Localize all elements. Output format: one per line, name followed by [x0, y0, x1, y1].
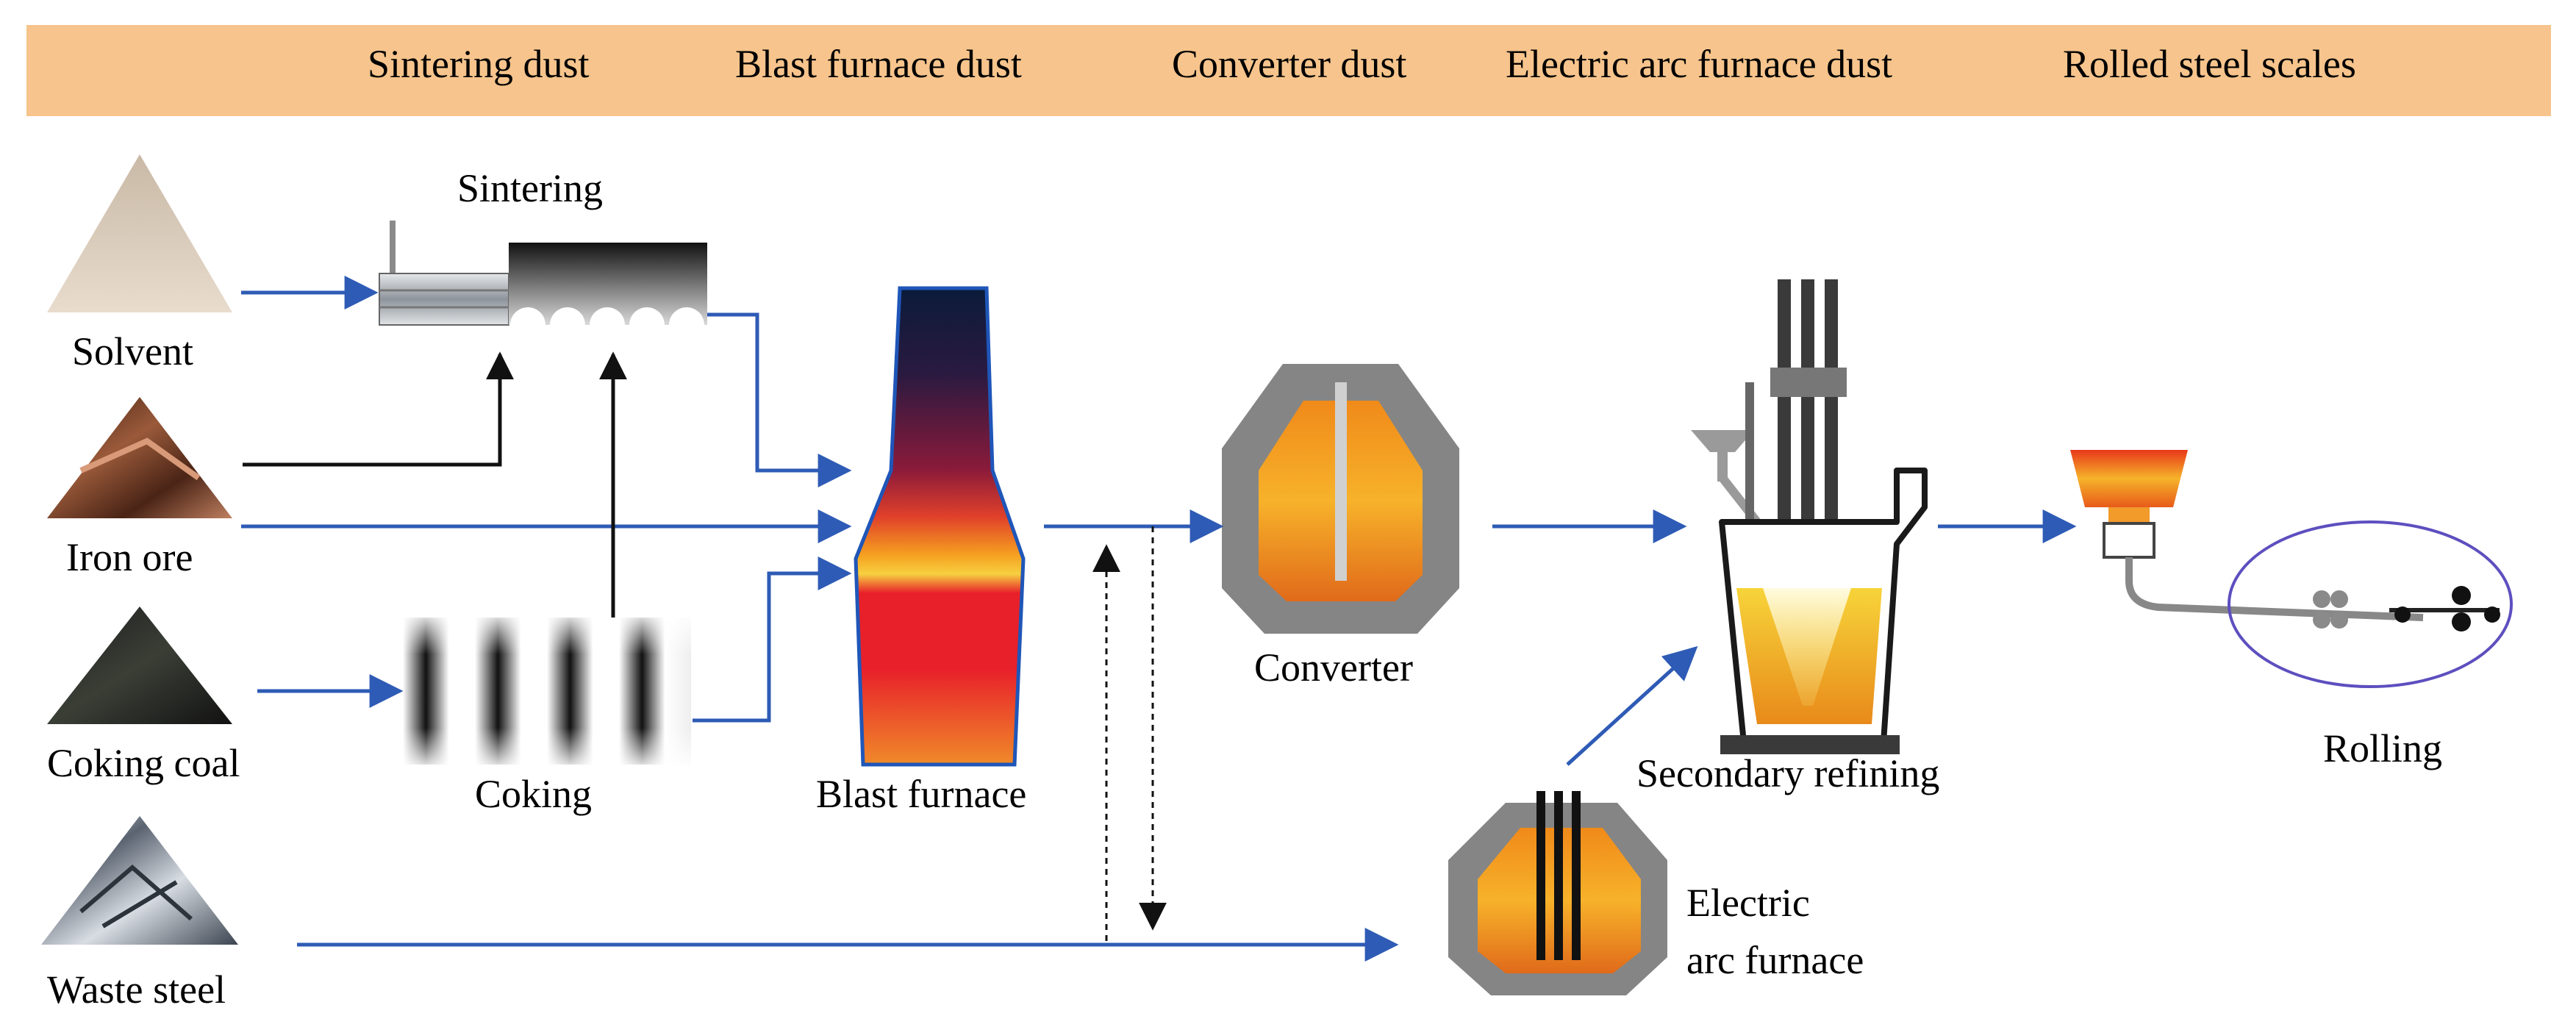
- waste-steel-pile: [41, 816, 238, 945]
- blast-furnace: [854, 286, 1026, 767]
- arrow-sintering-to-bf: [707, 312, 852, 487]
- tundish: [2070, 450, 2424, 621]
- arrow-eaf-to-refining: [1566, 645, 1698, 766]
- rolling-mill: [2228, 520, 2513, 688]
- header-blast-furnace-dust: Blast furnace dust: [735, 42, 1022, 86]
- label-secondary-refining: Secondary refining: [1636, 751, 1940, 795]
- electric-arc-furnace: [1448, 791, 1667, 995]
- label-waste-steel: Waste steel: [47, 967, 226, 1012]
- iron-ore-pile: [47, 397, 232, 518]
- flow-arrows: [241, 276, 2077, 962]
- label-iron-ore: Iron ore: [66, 535, 193, 579]
- label-converter: Converter: [1254, 645, 1413, 690]
- header-eaf-dust: Electric arc furnace dust: [1506, 42, 1893, 86]
- label-eaf-line1: Electric: [1686, 881, 1810, 925]
- label-coking: Coking: [475, 772, 593, 816]
- coking-coal-pile: [47, 606, 232, 724]
- label-eaf-line2: arc furnace: [1686, 938, 1864, 982]
- converter: [1222, 364, 1459, 634]
- label-blast-furnace: Blast furnace: [816, 772, 1027, 816]
- coke-oven: [403, 618, 691, 765]
- label-rolling: Rolling: [2323, 726, 2443, 770]
- header-rolled-steel-scales: Rolled steel scales: [2063, 42, 2356, 86]
- dust-types-banner: [26, 25, 2551, 116]
- secondary-refining-unit: [1691, 279, 1928, 754]
- solvent-pile: [47, 154, 232, 312]
- label-sintering: Sintering: [457, 166, 603, 210]
- feed-arrows: [243, 351, 627, 618]
- sintering-machine: [379, 221, 707, 343]
- label-solvent: Solvent: [72, 329, 194, 373]
- header-sintering-dust: Sintering dust: [368, 42, 590, 86]
- arrow-coking-to-bf: [693, 557, 852, 723]
- label-coking-coal: Coking coal: [47, 741, 240, 785]
- header-converter-dust: Converter dust: [1172, 42, 1407, 86]
- arrow-ore-to-sintering: [243, 351, 514, 467]
- dotted-transfer-arrows: [1092, 526, 1167, 941]
